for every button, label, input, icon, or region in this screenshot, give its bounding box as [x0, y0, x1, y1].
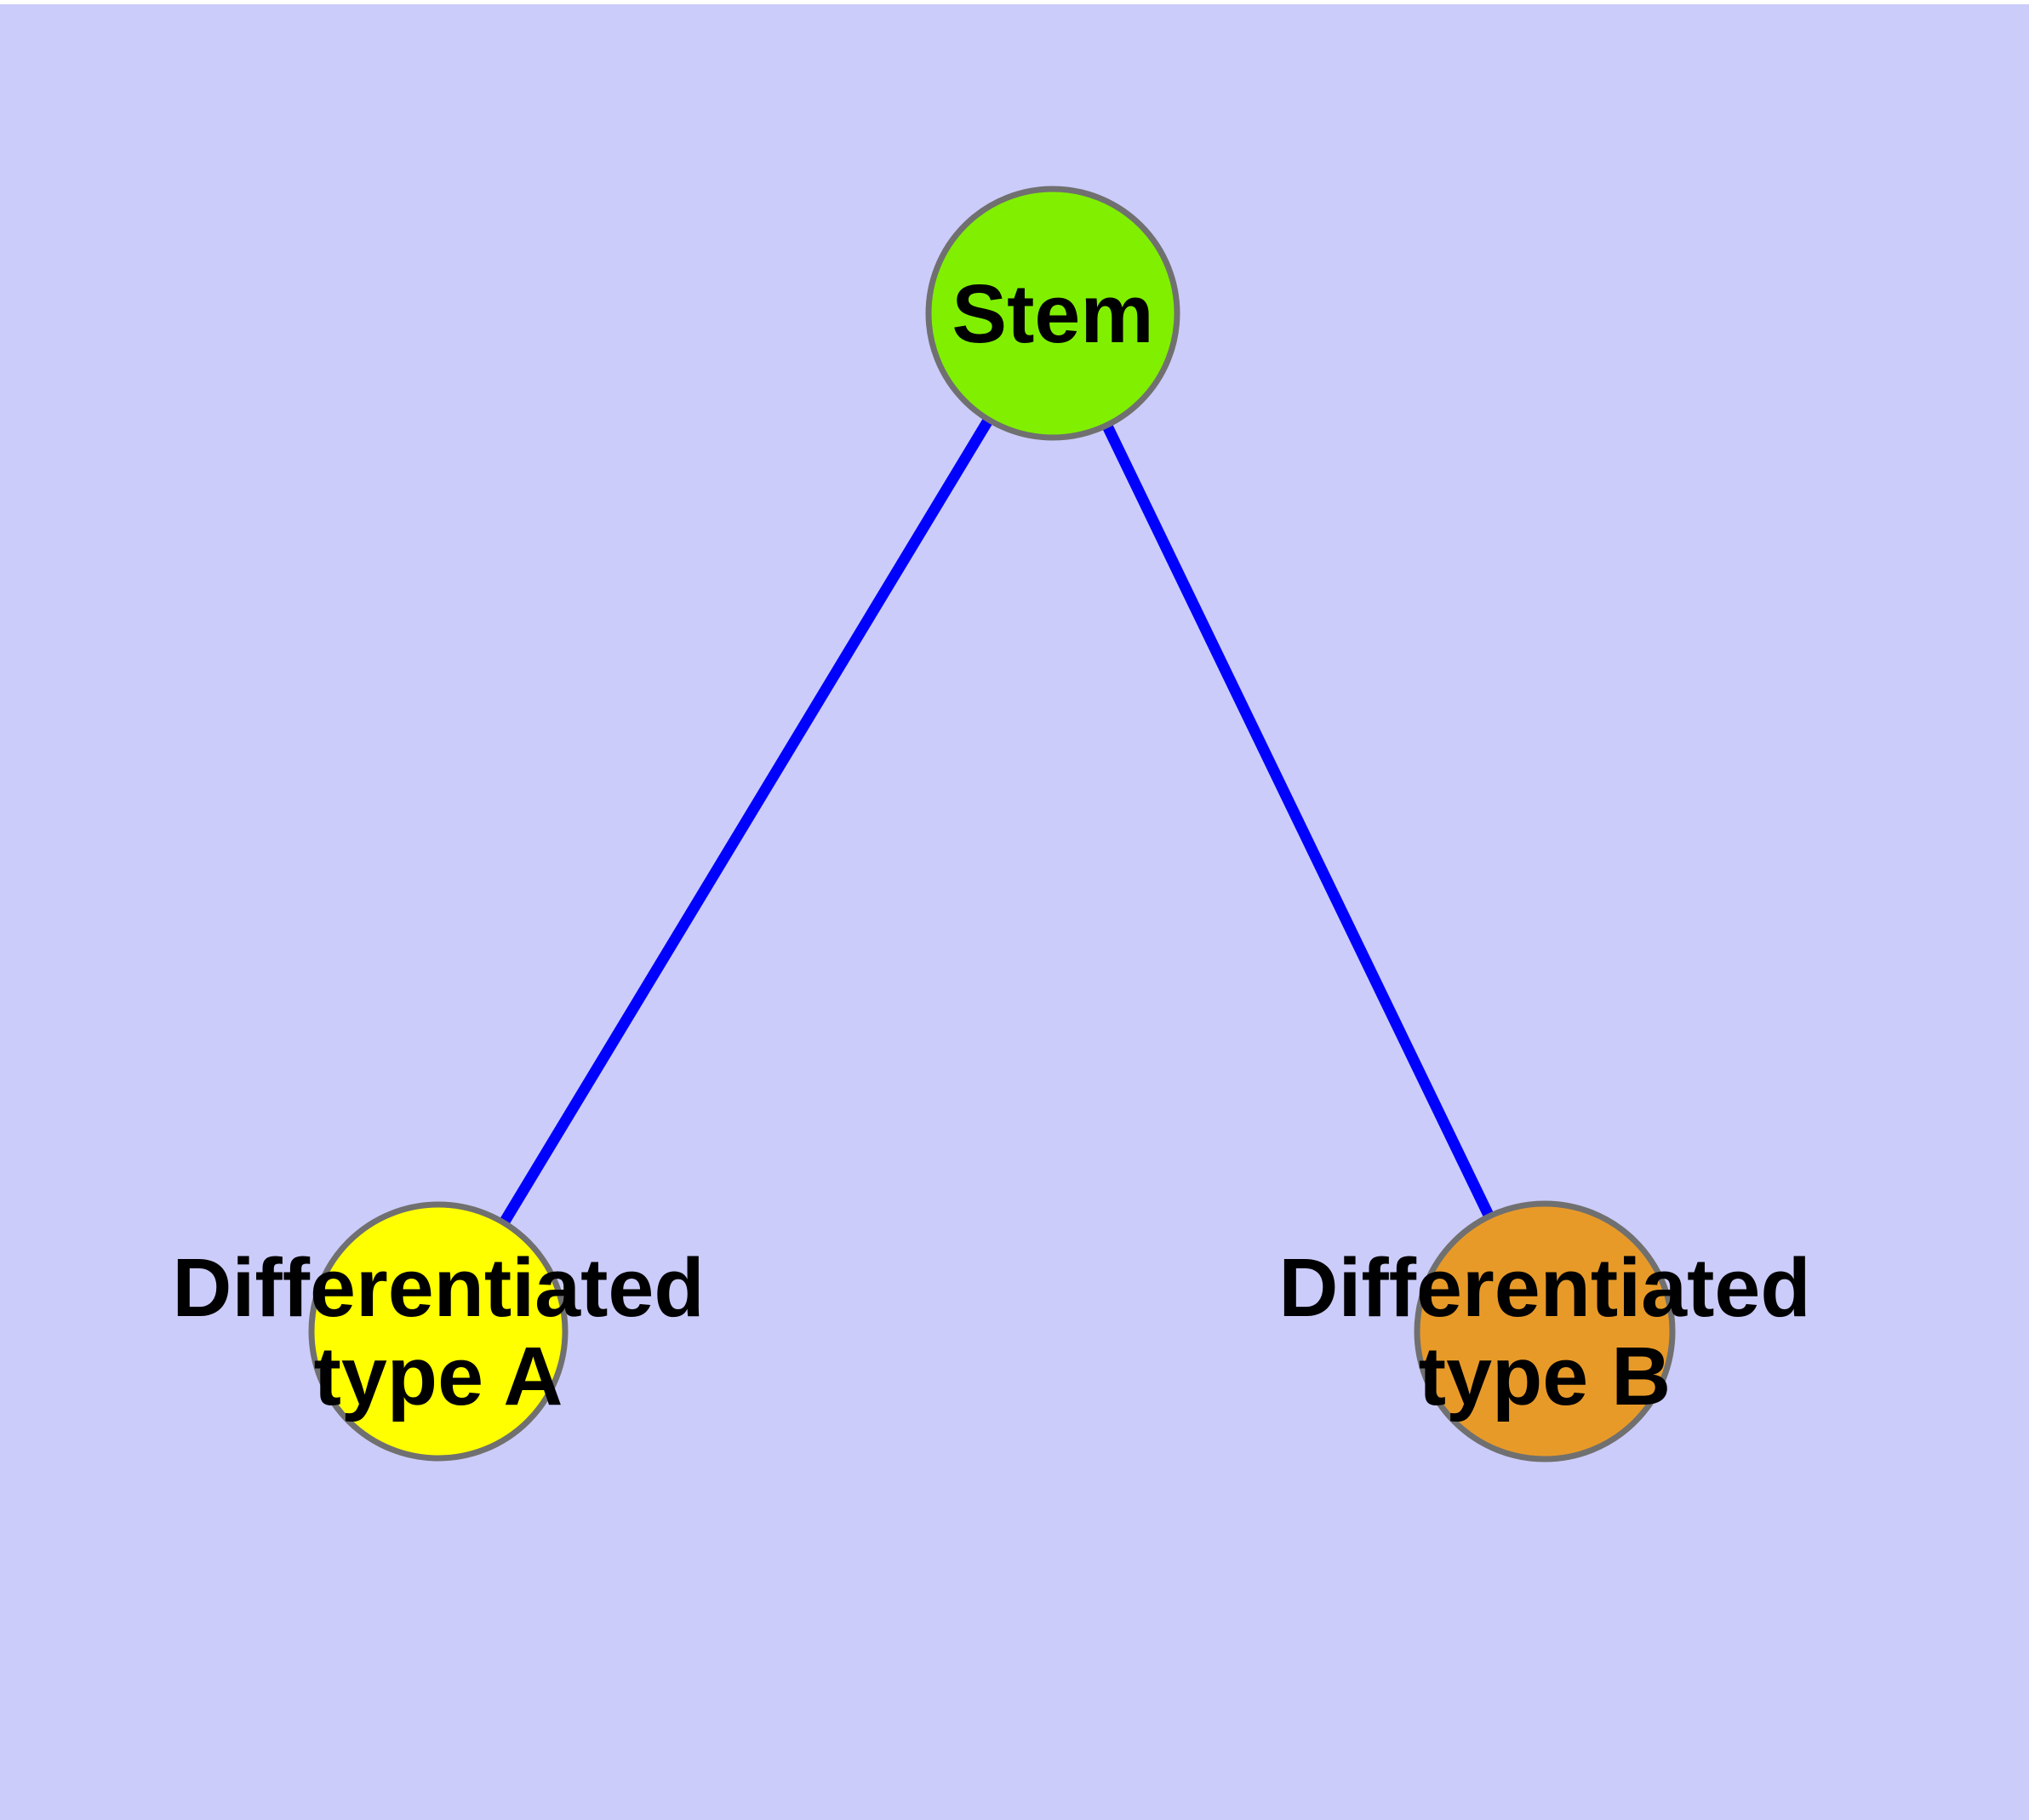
nodes-group: [308, 186, 1676, 1462]
label-line: type A: [314, 1330, 563, 1422]
graph-edge-stem-diff_b[interactable]: [1048, 311, 1550, 1334]
edges-group: [433, 310, 1550, 1335]
graph-node-label-stem: Stem: [952, 267, 1153, 360]
graph-node-stem[interactable]: [925, 186, 1180, 441]
graph-node-diff_b[interactable]: [1414, 1200, 1676, 1462]
label-line: Differentiated: [1278, 1241, 1810, 1334]
label-line: Stem: [952, 267, 1153, 360]
label-line: type B: [1419, 1330, 1671, 1422]
graph-edge-stem-diff_a[interactable]: [433, 310, 1058, 1335]
label-line: Differentiated: [172, 1241, 704, 1334]
graph-node-diff_a[interactable]: [308, 1201, 569, 1462]
